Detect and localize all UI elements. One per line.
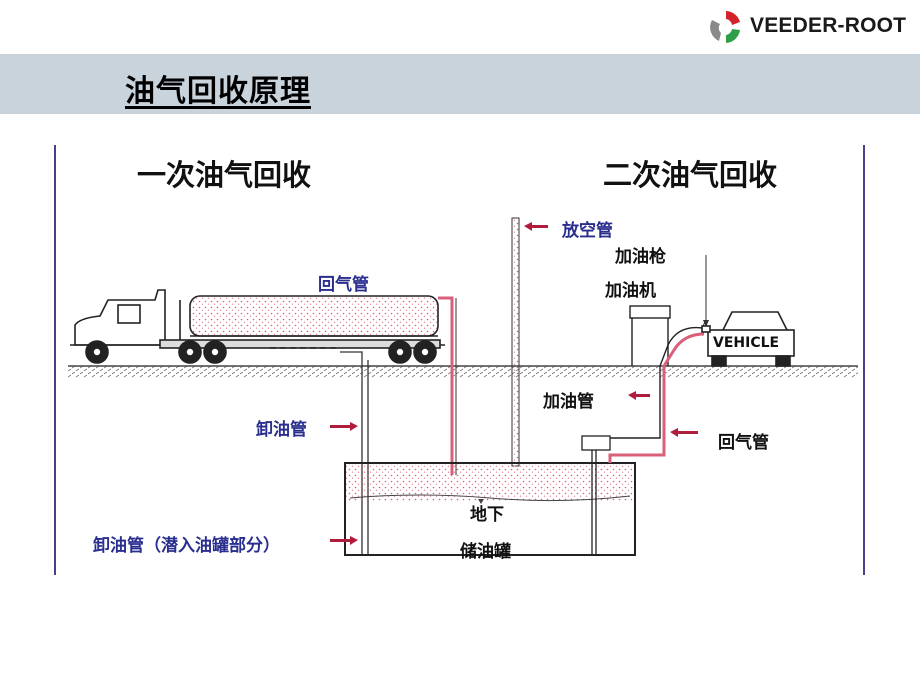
vent-pipe	[511, 217, 520, 467]
brand-logo: VEEDER-ROOT	[708, 8, 913, 46]
ground-line	[68, 365, 858, 378]
arrow-fuel-pipe	[628, 391, 650, 400]
label-dispenser: 加油机	[605, 281, 656, 301]
slide-title: 油气回收原理	[125, 74, 311, 109]
red-arrows	[330, 222, 698, 545]
arrow-unload-submerged	[330, 536, 358, 545]
section-title-primary: 一次油气回收	[137, 158, 312, 192]
label-return-gas-pipe-top: 回气管	[318, 275, 369, 295]
underground-tank	[344, 462, 636, 556]
vehicle-car	[701, 311, 795, 367]
title-band	[0, 54, 920, 114]
unload-pipe	[340, 351, 363, 555]
return-gas-pipe-primary	[438, 296, 454, 475]
label-nozzle: 加油枪	[615, 247, 666, 267]
label-vent-pipe: 放空管	[562, 221, 613, 241]
label-unload-pipe: 卸油管	[256, 420, 307, 440]
fuel-pipe	[598, 326, 703, 439]
return-gas-pipe-secondary	[608, 332, 705, 463]
label-vehicle: VEHICLE	[713, 335, 780, 351]
submersible-pump-head	[581, 435, 611, 451]
section-title-secondary: 二次油气回收	[603, 158, 778, 192]
label-tank-line1: 地下	[470, 505, 504, 525]
arrow-vent	[524, 222, 548, 231]
arrow-return-right	[670, 428, 698, 437]
label-unload-pipe-submerged: 卸油管（潜入油罐部分）	[93, 536, 280, 556]
tanker-truck	[70, 289, 445, 364]
label-tank-line2: 储油罐	[460, 542, 511, 562]
arrow-unload	[330, 422, 358, 431]
label-fuel-pipe: 加油管	[543, 392, 594, 412]
veeder-root-logo-icon	[710, 11, 740, 43]
nozzle-pointer	[701, 255, 707, 329]
brand-name: VEEDER-ROOT	[750, 14, 907, 37]
label-return-gas-pipe-right: 回气管	[718, 433, 769, 453]
